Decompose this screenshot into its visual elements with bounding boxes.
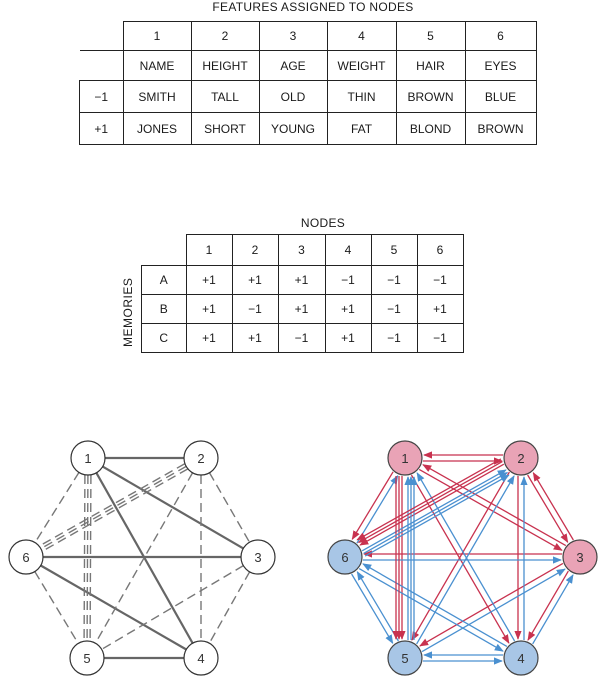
node-label: 2 [517,451,524,466]
memory-row-b: B +1 −1 +1 +1 −1 +1 [141,294,464,324]
directed-edge [359,463,505,546]
solid-edge [40,564,187,651]
feature-value: BLUE [464,80,537,113]
node-circle [183,640,219,676]
feature-row-minus: −1 SMITH TALL OLD THIN BROWN BLUE [79,80,537,113]
left-network: 1 2 3 4 5 6 [8,440,276,676]
node-label: 1 [84,451,91,466]
directed-edge [419,562,564,647]
features-corner-top [79,21,124,51]
node-label: 5 [83,651,90,666]
node-circle [387,440,423,476]
feature-name: HAIR [395,50,466,81]
node-circle [69,640,105,676]
directed-edge [527,474,569,543]
directed-edge [527,570,569,641]
memory-value: −1 [370,323,418,353]
memory-value: +1 [231,265,279,295]
directed-edge [361,469,507,552]
feature-name: EYES [464,50,537,81]
directed-edge [364,474,510,557]
memory-node-number: 2 [231,234,279,266]
memory-value: +1 [277,294,326,324]
directed-edge [410,474,510,644]
node-circle [562,539,598,575]
feature-name: HEIGHT [190,50,260,81]
node-circle [503,640,539,676]
directed-edge [363,471,509,554]
feature-name: WEIGHT [326,50,397,81]
node-label: 1 [401,451,408,466]
feature-row-plus: +1 JONES SHORT YOUNG FAT BLOND BROWN [79,112,537,145]
dashed-edge [38,463,186,547]
memory-value: +1 [324,294,372,324]
feature-value: SHORT [190,112,260,145]
directed-edge [532,574,574,645]
node-circle [327,539,363,575]
directed-edge [357,461,503,544]
feature-value: FAT [326,112,397,145]
dashed-edge [40,465,187,550]
node-label: 5 [401,651,408,666]
directed-edge [358,567,504,652]
node-label: 4 [517,651,524,666]
directed-edge [532,472,574,541]
node-label: 6 [341,550,348,565]
memory-label: B [141,294,187,324]
dashed-edge [34,472,80,543]
directed-edge [421,568,566,653]
feature-value: BROWN [464,112,537,145]
directed-edge [356,475,399,544]
node-label: 6 [22,550,29,565]
feature-value: JONES [122,112,192,145]
memory-row-c: C +1 +1 −1 +1 −1 −1 [141,323,464,353]
dashed-edge [94,472,194,644]
memory-value: +1 [324,323,372,353]
directed-edge [411,471,510,641]
memory-value: +1 [277,265,326,295]
features-table-title: FEATURES ASSIGNED TO NODES [212,0,414,14]
feature-value: YOUNG [258,112,328,145]
right-network: 1 2 3 4 5 6 [327,440,598,676]
feature-value: SMITH [122,80,192,113]
memory-node-number: 5 [370,234,418,266]
node-circle [387,640,423,676]
memory-node-number: 4 [324,234,372,266]
memory-value: −1 [416,323,464,353]
feature-value: BLOND [395,112,466,145]
directed-edge [362,563,508,648]
memory-value: +1 [231,323,279,353]
state-label: −1 [79,80,124,113]
feature-node-number: 2 [190,21,260,51]
nodes-table-title: NODES [300,216,346,230]
directed-edge [356,571,399,642]
directed-edge [351,471,394,540]
memory-value: +1 [185,294,233,324]
node-circle [503,440,539,476]
dashed-edge [41,468,189,552]
memories-table: 1 2 3 4 5 6 A +1 +1 +1 −1 −1 −1 B +1 −1 … [141,234,464,353]
directed-edge [418,468,563,551]
node-label: 4 [197,651,204,666]
directed-edge [351,573,394,644]
memories-corner [141,234,187,266]
node-label: 3 [576,550,583,565]
feature-value: TALL [190,80,260,113]
node-circle [183,440,219,476]
memory-row-a: A +1 +1 +1 −1 −1 −1 [141,265,464,295]
memory-value: +1 [416,294,464,324]
node-label: 3 [254,550,261,565]
directed-edge [356,458,502,541]
solid-edge [102,465,244,550]
feature-value: BROWN [395,80,466,113]
memory-node-number: 3 [277,234,326,266]
node-circle [240,539,276,575]
node-circle [8,539,44,575]
features-table: 1 2 3 4 5 6 NAME HEIGHT AGE WEIGHT HAIR … [79,21,537,145]
directed-edge [422,464,567,547]
node-circle [70,440,106,476]
state-label: +1 [79,112,124,145]
node-label: 2 [197,451,204,466]
